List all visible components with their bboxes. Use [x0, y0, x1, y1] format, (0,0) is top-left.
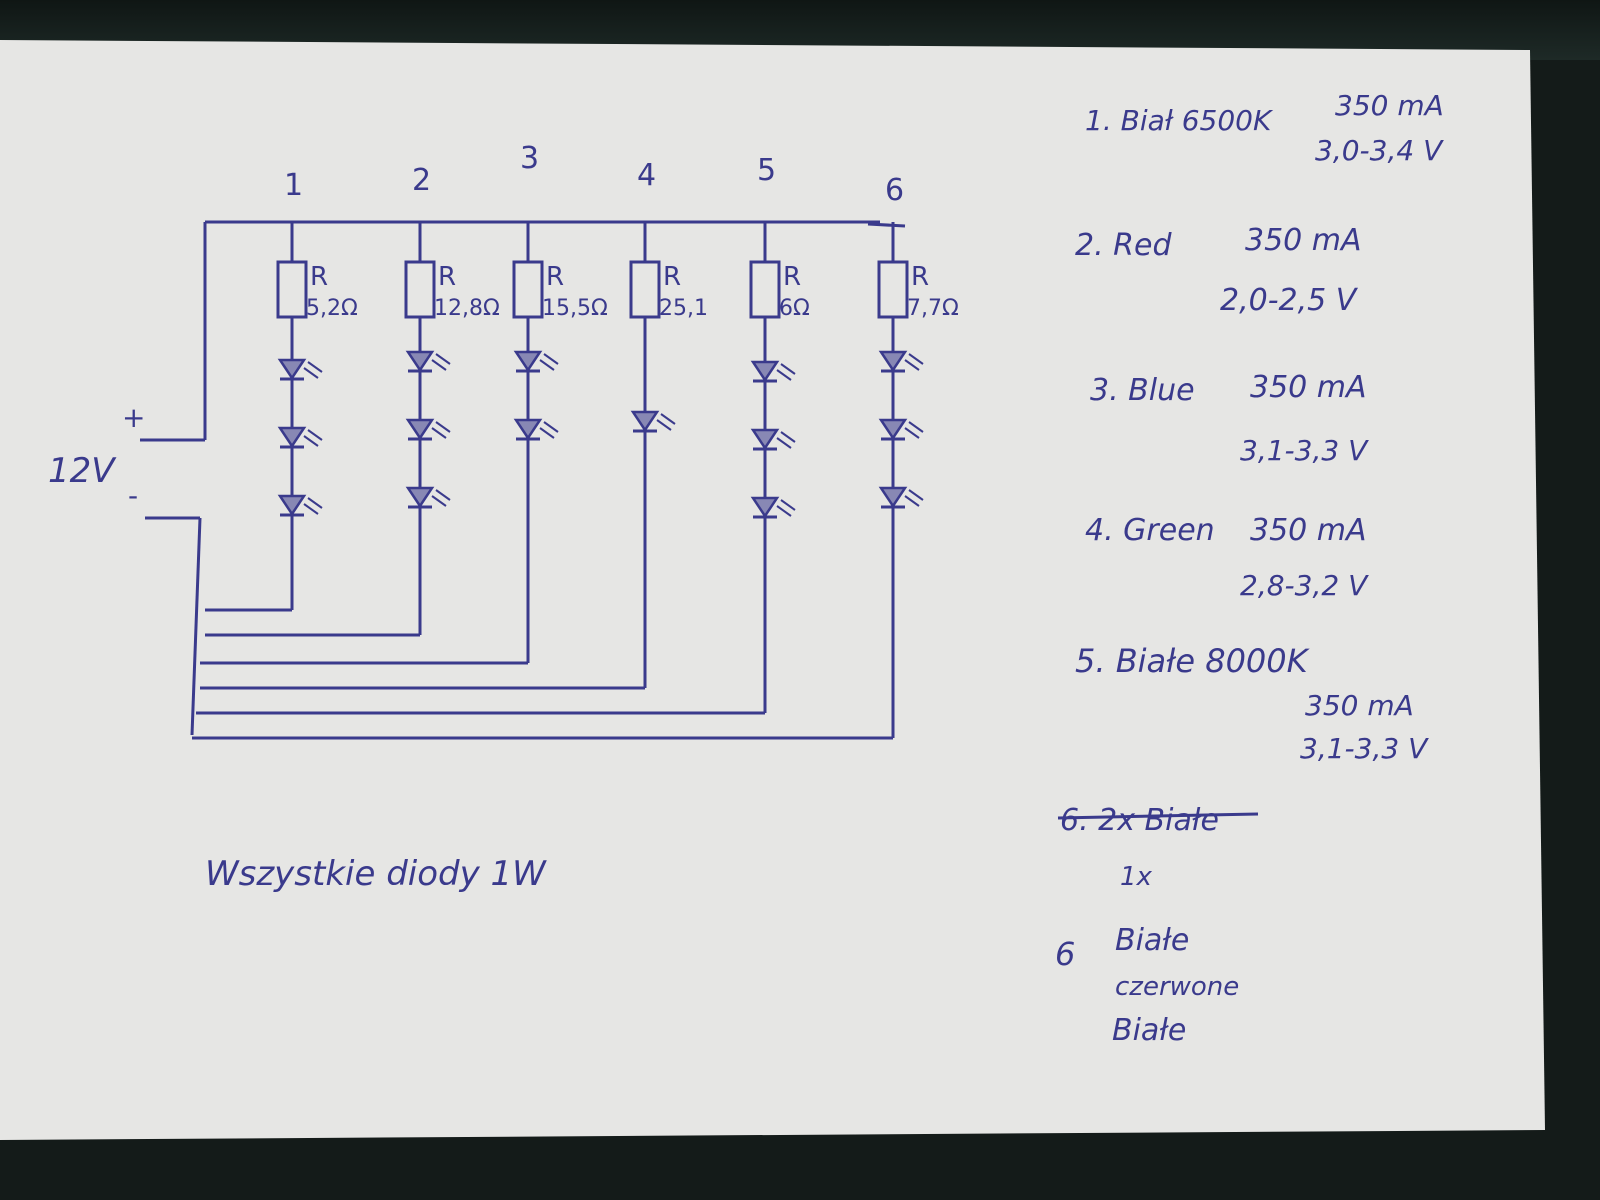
legend-item-1-name: 1. Biał 6500K [1085, 104, 1274, 137]
column-6-led-1-light-arrows [904, 353, 924, 371]
column-3-led-2-light-arrows [539, 421, 559, 439]
column-2-led-1-light-arrows [431, 353, 451, 371]
column-6-resistor-label: R [911, 262, 929, 292]
legend-item-3-current: 350 mA [1250, 370, 1367, 405]
column-6-led-3-icon [878, 486, 908, 509]
column-5-led-2-icon [750, 428, 780, 451]
legend-item-5-voltage: 3,1-3,3 V [1300, 732, 1429, 765]
column-1-number: 1 [284, 168, 303, 203]
column-5-number: 5 [757, 153, 776, 188]
column-1-led-3-light-arrows [303, 497, 323, 515]
column-2-resistor-value: 12,8Ω [434, 296, 500, 321]
top-bus-wire-end [867, 222, 906, 228]
column-3-number: 3 [520, 141, 539, 176]
legend-item-6-line-1: Białe [1115, 923, 1189, 958]
column-3-led-1-light-arrows [539, 353, 559, 371]
column-3-led-2-icon [513, 418, 543, 441]
column-6-led-3-light-arrows [904, 489, 924, 507]
column-5-led-1-icon [750, 360, 780, 383]
legend-item-6-line-3: Białe [1112, 1013, 1186, 1048]
column-2-led-2-icon [405, 418, 435, 441]
legend: 1. Biał 6500K 350 mA 3,0-3,4 V 2. Red 35… [1055, 89, 1444, 1048]
column-3-resistor-label: R [546, 262, 564, 292]
supply-minus-label: - [128, 479, 138, 512]
column-1-resistor-value: 5,2Ω [306, 296, 358, 321]
column-6-resistor-value: 7,7Ω [907, 296, 959, 321]
legend-item-4-current: 350 mA [1250, 513, 1367, 548]
column-6-led-1-icon [878, 350, 908, 373]
column-4-led-1-icon [630, 410, 660, 433]
column-1-led-1-light-arrows [303, 361, 323, 379]
footnote: Wszystkie diody 1W [205, 854, 547, 894]
legend-item-4-name: 4. Green [1085, 513, 1215, 548]
legend-item-2-name: 2. Red [1075, 228, 1172, 263]
legend-item-1-current: 350 mA [1335, 89, 1444, 122]
column-1-led-3-icon [277, 494, 307, 517]
column-5-led-1-light-arrows [776, 363, 796, 381]
strikethrough-line [1057, 812, 1259, 820]
column-6-led-2-light-arrows [904, 421, 924, 439]
column-1-resistor-label: R [310, 262, 328, 292]
column-6-number: 6 [885, 173, 904, 208]
column-5-led-2-light-arrows [776, 431, 796, 449]
column-5-led-3-light-arrows [776, 499, 796, 517]
column-2-led-3-light-arrows [431, 489, 451, 507]
column-5-led-3-icon [750, 496, 780, 519]
column-2-number: 2 [412, 163, 431, 198]
column-3-resistor-value: 15,5Ω [542, 296, 608, 321]
supply-plus-label: + [122, 401, 145, 434]
column-5-resistor-label: R [783, 262, 801, 292]
paper-background [0, 40, 1545, 1140]
column-2-resistor-label: R [438, 262, 456, 292]
column-4-resistor-label: R [663, 262, 681, 292]
legend-item-6-line-2: czerwone [1115, 972, 1239, 1002]
column-2-led-2-light-arrows [431, 421, 451, 439]
legend-item-2-voltage: 2,0-2,5 V [1220, 283, 1359, 318]
crossed-legend-sub: 1x [1120, 862, 1153, 892]
column-5-resistor-value: 6Ω [779, 296, 810, 321]
column-6-led-2-icon [878, 418, 908, 441]
legend-item-2-current: 350 mA [1245, 223, 1362, 258]
column-1-led-2-light-arrows [303, 429, 323, 447]
legend-item-3-name: 3. Blue [1090, 373, 1195, 408]
column-4-resistor-value: 25,1 [659, 296, 708, 321]
legend-item-5-name: 5. Białe 8000K [1075, 642, 1311, 680]
column-1-led-1-icon [277, 358, 307, 381]
column-1-led-2-icon [277, 426, 307, 449]
power-supply: 12V + - [48, 401, 145, 512]
legend-item-5-current: 350 mA [1305, 689, 1414, 722]
column-4-led-1-light-arrows [656, 413, 676, 431]
legend-item-4-voltage: 2,8-3,2 V [1240, 569, 1369, 602]
circuit-schematic: 1R 5,2Ω 2R 12,8Ω 3R 15,5Ω 4R 25,1 5R 6Ω 6R 7,7Ω [140, 141, 959, 740]
negative-rail-wire [190, 517, 202, 736]
supply-voltage-label: 12V [48, 451, 117, 491]
column-3-led-1-icon [513, 350, 543, 373]
legend-item-3-voltage: 3,1-3,3 V [1240, 434, 1369, 467]
legend-item-6-number: 6 [1055, 935, 1075, 973]
crossed-legend-item: 6. 2x Białe [1060, 803, 1219, 838]
column-4-number: 4 [637, 158, 656, 193]
legend-item-1-voltage: 3,0-3,4 V [1315, 134, 1444, 167]
column-2-led-3-icon [405, 486, 435, 509]
column-2-led-1-icon [405, 350, 435, 373]
